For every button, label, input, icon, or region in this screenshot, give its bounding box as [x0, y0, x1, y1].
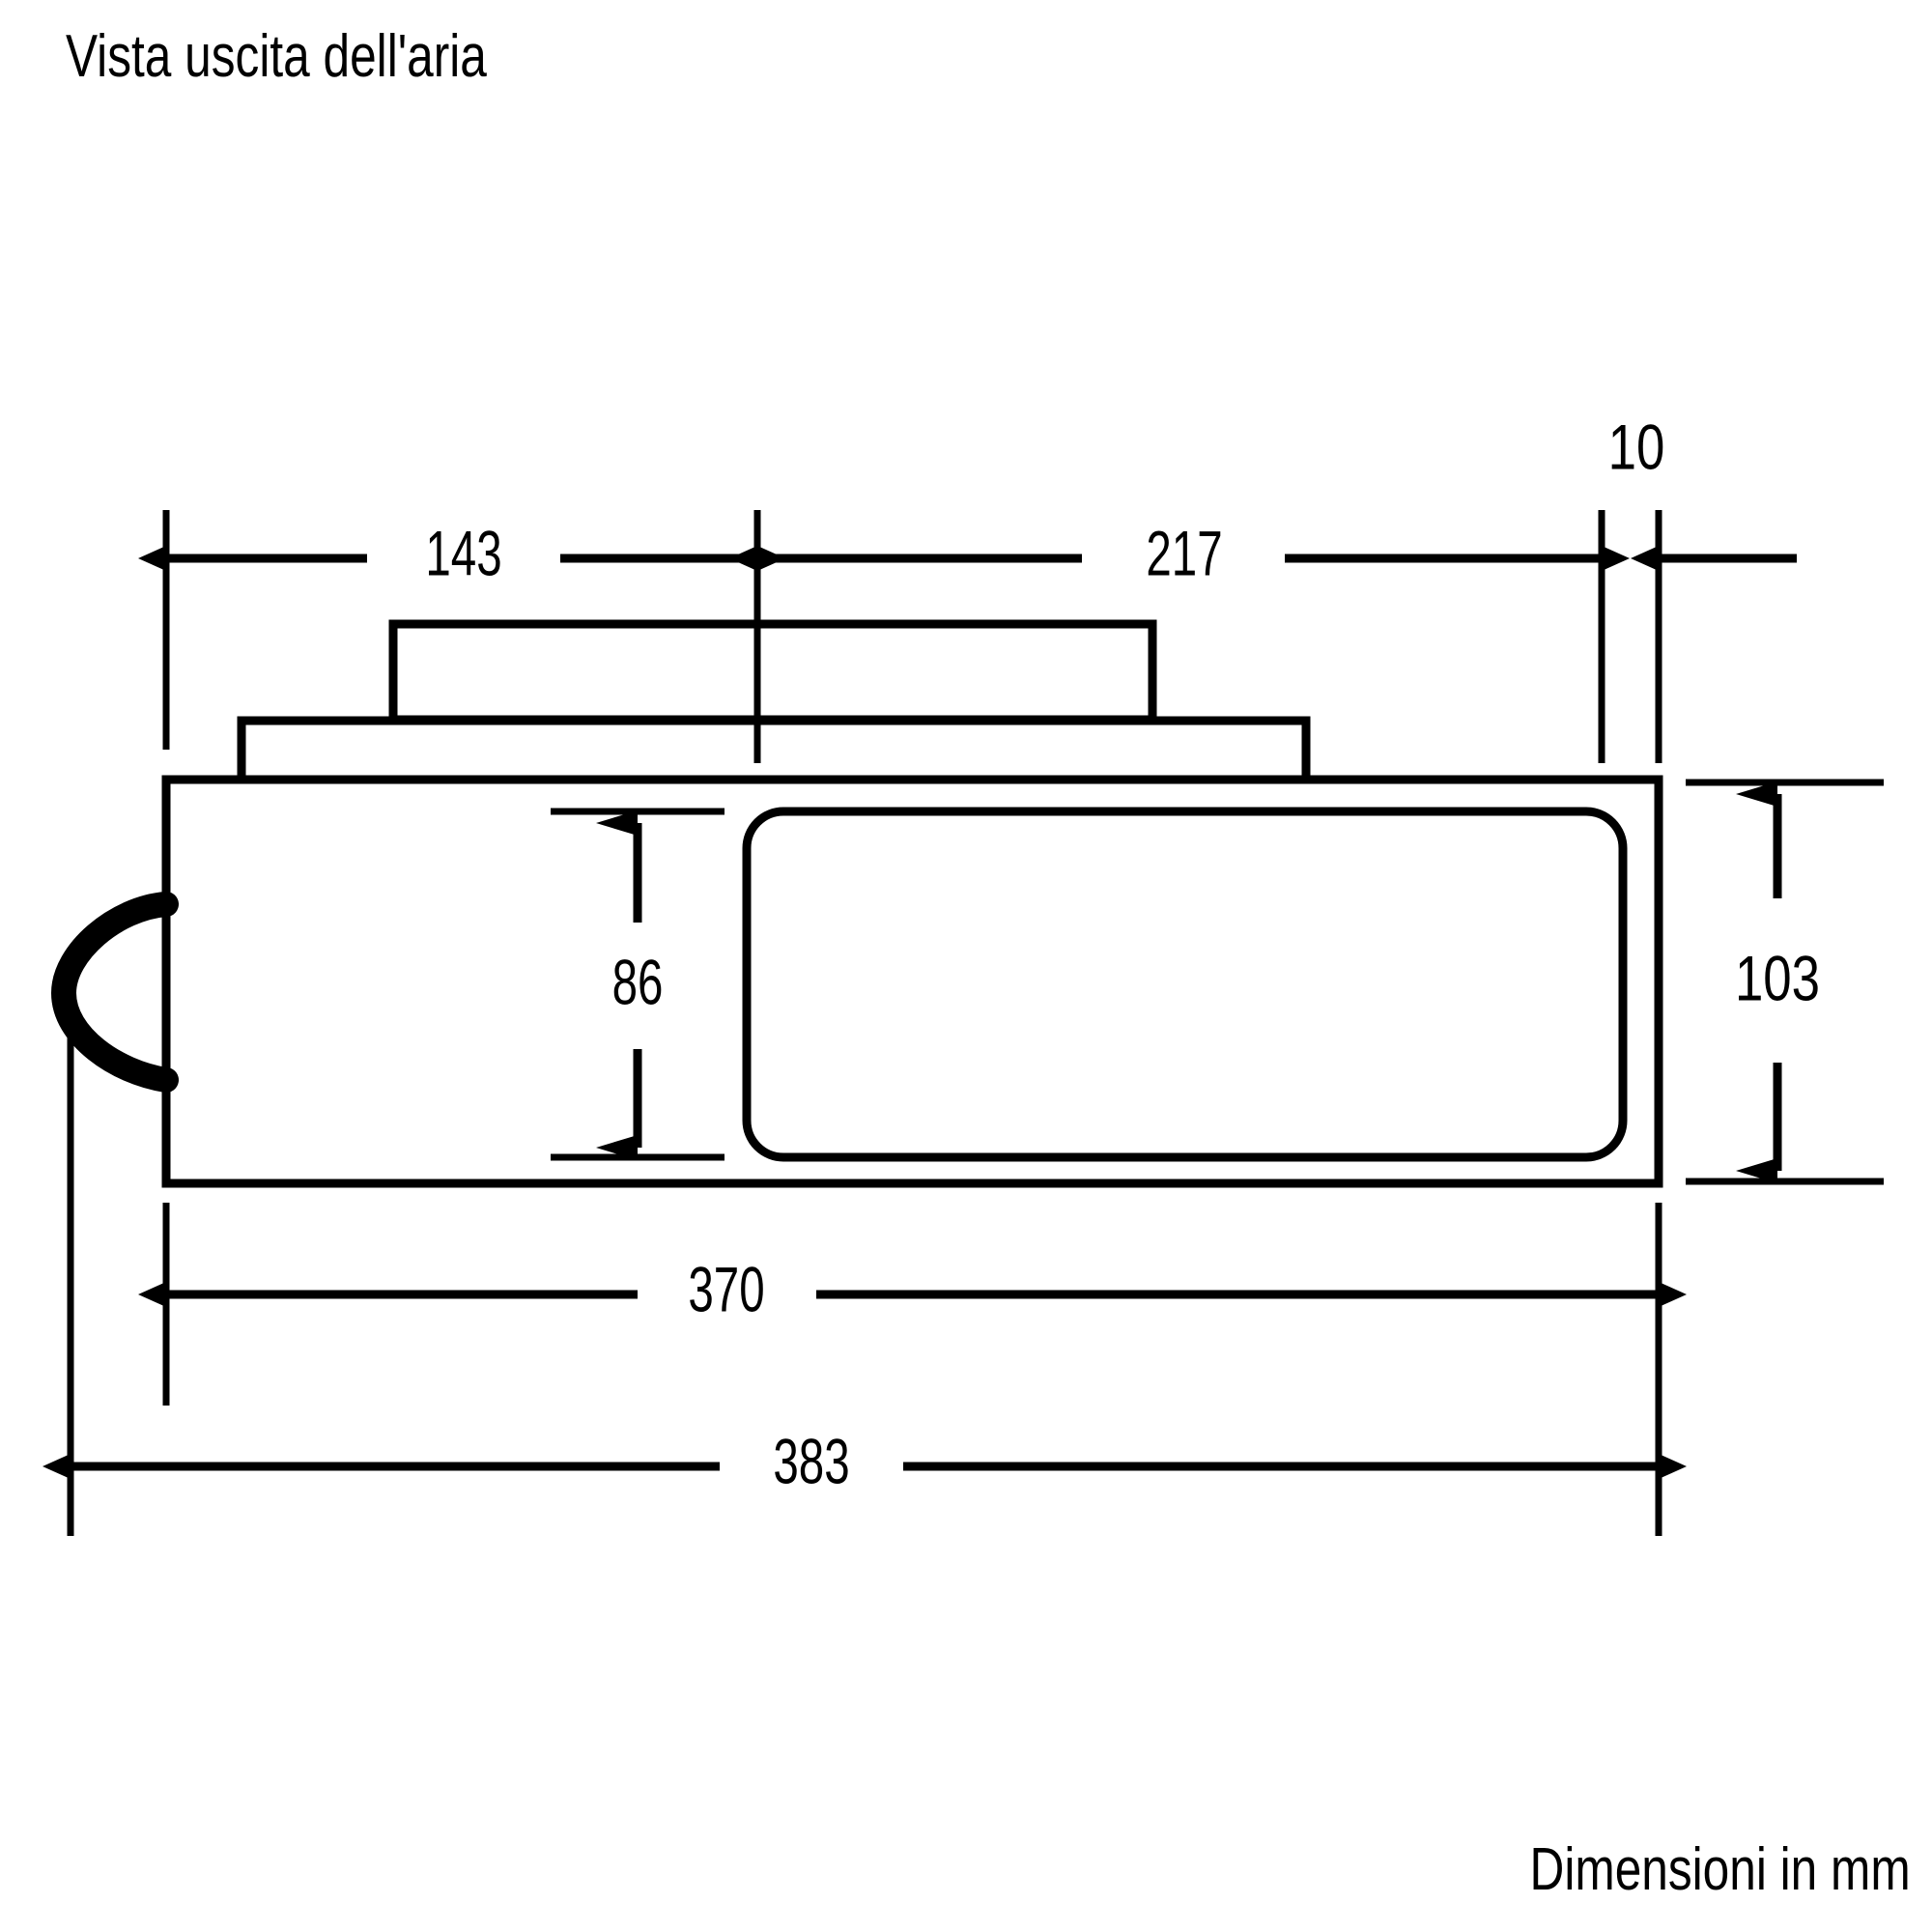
- page-title: Vista uscita dell'aria: [66, 23, 487, 90]
- dimension-383: 383: [43, 1427, 1687, 1497]
- main-body: [161, 775, 1663, 1188]
- dimension-143: 143: [138, 519, 785, 589]
- dimension-label-370: 370: [688, 1255, 764, 1325]
- dimension-103: 103: [1735, 781, 1820, 1183]
- power-cable-loop: [50, 892, 179, 1093]
- units-note: Dimensioni in mm: [1529, 1835, 1911, 1903]
- dimension-370: 370: [138, 1255, 1687, 1325]
- dimension-label-383: 383: [773, 1427, 849, 1497]
- inner-opening: [742, 807, 1628, 1162]
- dimension-10: 10: [1608, 412, 1797, 571]
- dimension-label-86: 86: [612, 948, 664, 1018]
- product-outline: [161, 619, 1663, 1188]
- dimension-86: 86: [596, 810, 664, 1160]
- dimension-label-143: 143: [425, 519, 501, 589]
- air-outlet-duct: [388, 619, 1157, 724]
- dimension-label-217: 217: [1146, 519, 1222, 589]
- extension-lines: [67, 510, 1884, 1536]
- dimension-label-10: 10: [1608, 412, 1665, 483]
- dimension-217: 217: [729, 519, 1630, 589]
- duct-flange: [237, 716, 1311, 784]
- dimension-label-103: 103: [1735, 943, 1820, 1014]
